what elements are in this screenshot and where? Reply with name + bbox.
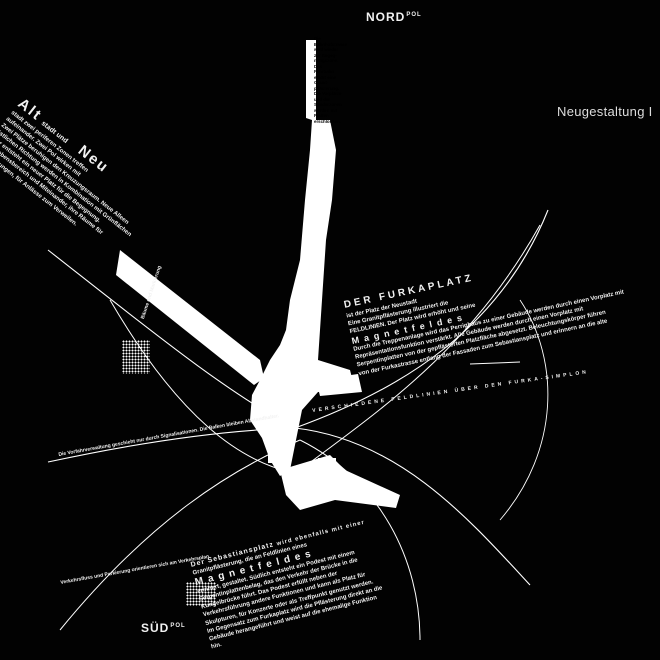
underline-marker — [469, 361, 521, 365]
south-pole-label: SÜDPOL — [141, 621, 186, 635]
field-line-right-arc — [299, 224, 541, 471]
street-shape — [250, 40, 355, 476]
plaza-block-b — [318, 458, 336, 466]
north-street-text: Die Bahnhofstrasse wird wieder zur Begeg… — [314, 36, 348, 124]
halftone-south — [186, 582, 216, 606]
south-plaza — [280, 455, 400, 510]
furka-step — [316, 374, 362, 396]
left-wedge — [116, 250, 264, 385]
field-line-curl — [499, 299, 549, 521]
halftone-left — [122, 340, 150, 374]
field-line-lower-right — [294, 427, 531, 586]
north-pole-label: NORDPOL — [366, 10, 422, 24]
headline: Neugestaltung I — [557, 104, 653, 119]
field-line-upper-right — [294, 209, 549, 429]
plaza-block-a — [268, 445, 280, 463]
